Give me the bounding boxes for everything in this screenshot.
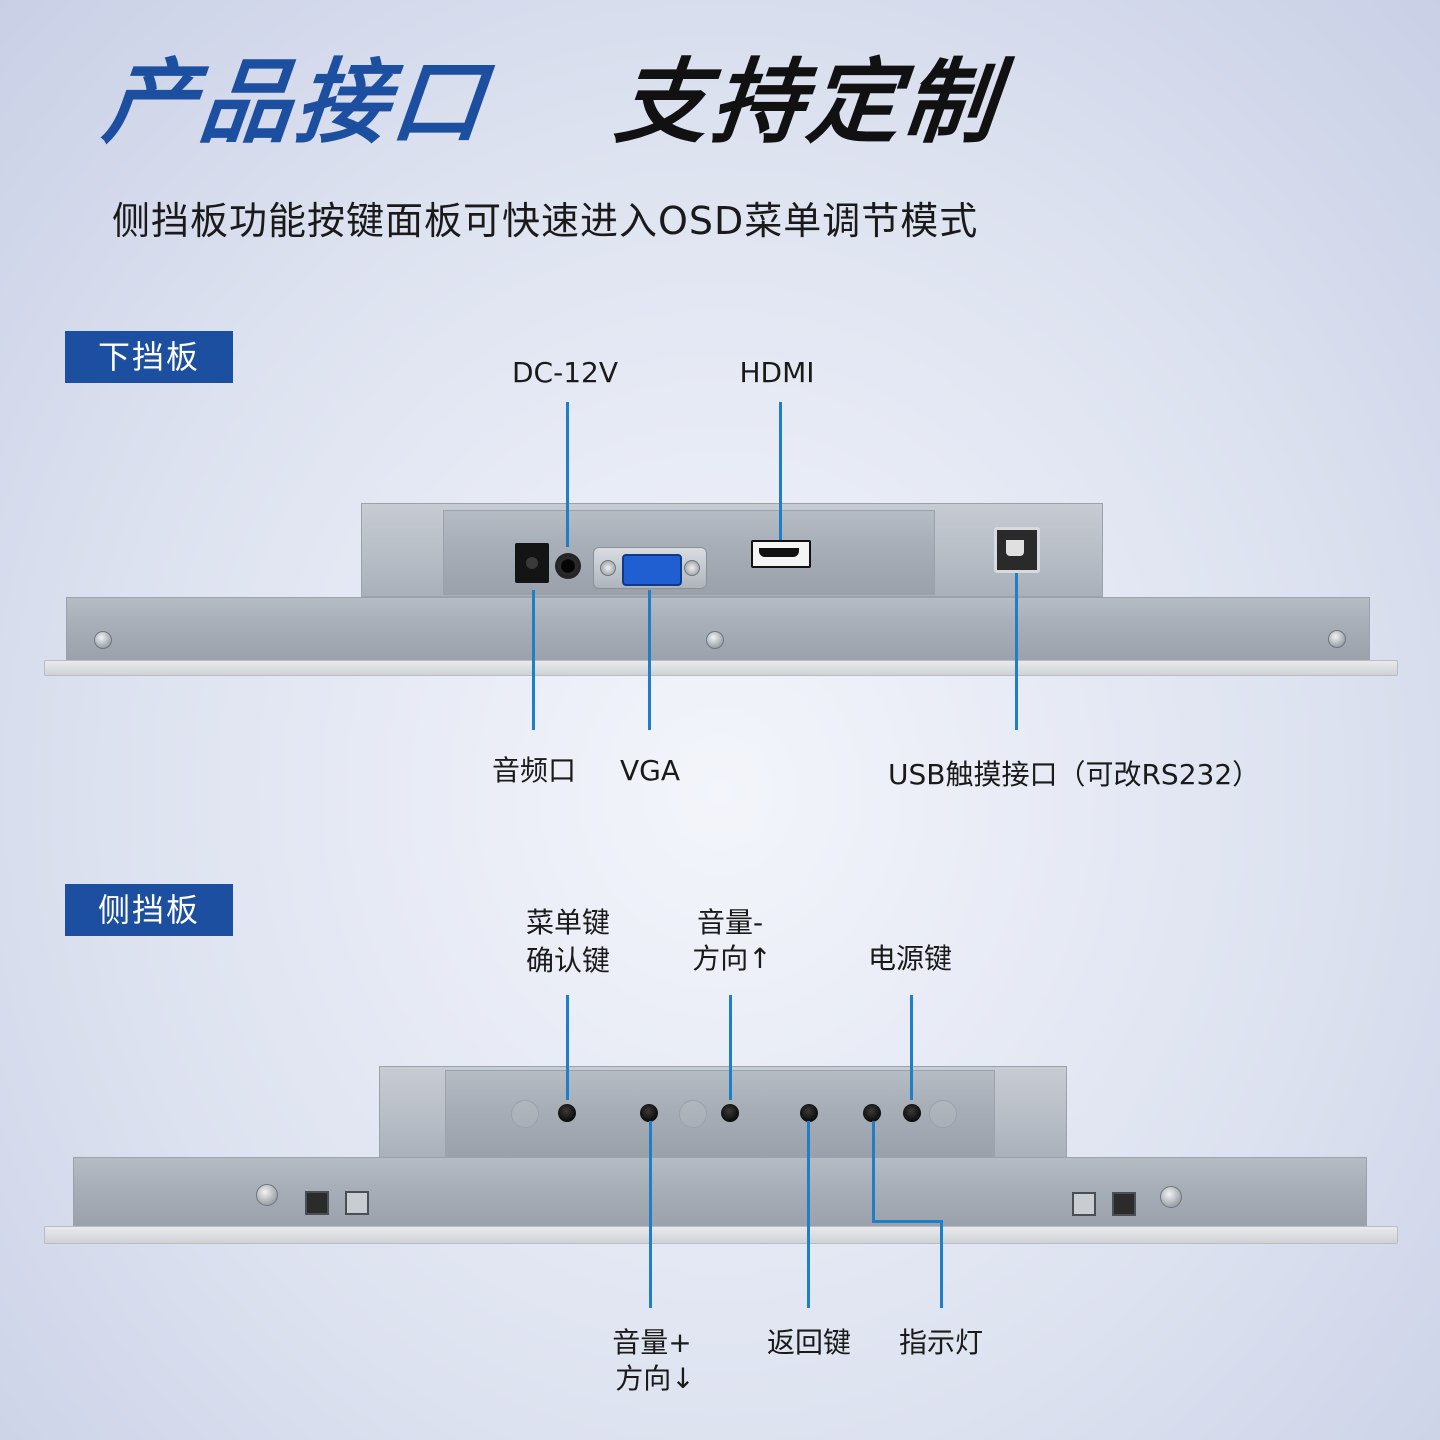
bottom-body <box>66 597 1370 663</box>
label-confirm-key: 确认键 <box>525 944 611 977</box>
label-volume-minus: 音量- <box>696 906 764 939</box>
hdmi-port <box>751 540 811 568</box>
vga-connector <box>622 554 682 586</box>
bottom-panel-tag: 下挡板 <box>65 331 233 383</box>
back-button <box>800 1104 818 1122</box>
headline-customizable: 支持定制 <box>610 49 1006 156</box>
label-vga: VGA <box>619 754 681 787</box>
vga-screw-icon <box>600 560 616 576</box>
unused-hole <box>929 1100 957 1128</box>
leader-line-audio <box>532 590 535 730</box>
side-panel-tag: 侧挡板 <box>65 884 233 936</box>
leader-line-menu <box>566 995 569 1100</box>
headline-product-interface: 产品接口 <box>98 49 494 156</box>
mount-slot <box>1072 1192 1096 1216</box>
side-front-bezel <box>44 1226 1398 1244</box>
vga-port <box>593 547 707 589</box>
label-indicator-light: 指示灯 <box>898 1326 984 1359</box>
label-menu-key: 菜单键 <box>525 906 611 939</box>
mount-slot <box>345 1191 369 1215</box>
label-usb-touch: USB触摸接口（可改RS232） <box>888 758 1261 791</box>
screw-icon <box>94 631 112 649</box>
unused-hole <box>679 1100 707 1128</box>
screw-icon <box>1160 1186 1182 1208</box>
vga-screw-icon <box>684 560 700 576</box>
volume-minus-button <box>721 1104 739 1122</box>
screw-icon <box>1328 630 1346 648</box>
label-hdmi: HDMI <box>739 356 815 389</box>
leader-line-volume-plus <box>649 1121 652 1308</box>
label-dc-12v: DC-12V <box>512 356 618 389</box>
screw-icon <box>256 1184 278 1206</box>
volume-plus-button <box>640 1104 658 1122</box>
screw-icon <box>706 631 724 649</box>
leader-line-indicator-upper <box>872 1121 875 1222</box>
leader-line-back <box>807 1121 810 1308</box>
mount-slot <box>305 1191 329 1215</box>
label-audio-port: 音频口 <box>491 754 577 787</box>
side-body <box>73 1157 1367 1229</box>
leader-line-power <box>910 995 913 1100</box>
indicator-light <box>863 1104 881 1122</box>
label-back-key: 返回键 <box>766 1326 852 1359</box>
leader-line-indicator-horizontal <box>872 1220 943 1223</box>
label-direction-down: 方向↓ <box>615 1362 695 1395</box>
mount-slot <box>1112 1192 1136 1216</box>
leader-line-volume-minus <box>729 995 732 1100</box>
label-volume-plus: 音量+ <box>612 1326 692 1359</box>
usb-b-port <box>994 527 1040 573</box>
label-direction-up: 方向↑ <box>692 942 772 975</box>
leader-line-usb <box>1015 573 1018 730</box>
leader-line-vga <box>648 590 651 730</box>
leader-line-dc <box>566 402 569 547</box>
leader-line-hdmi <box>779 402 782 540</box>
unused-hole <box>511 1100 539 1128</box>
power-button <box>903 1104 921 1122</box>
label-power-key: 电源键 <box>867 942 953 975</box>
menu-confirm-button <box>558 1104 576 1122</box>
subtitle: 侧挡板功能按键面板可快速进入OSD菜单调节模式 <box>112 199 979 243</box>
front-bezel <box>44 660 1398 676</box>
dc-power-port <box>515 543 549 583</box>
audio-jack-port <box>555 553 581 579</box>
leader-line-indicator-lower <box>940 1220 943 1308</box>
